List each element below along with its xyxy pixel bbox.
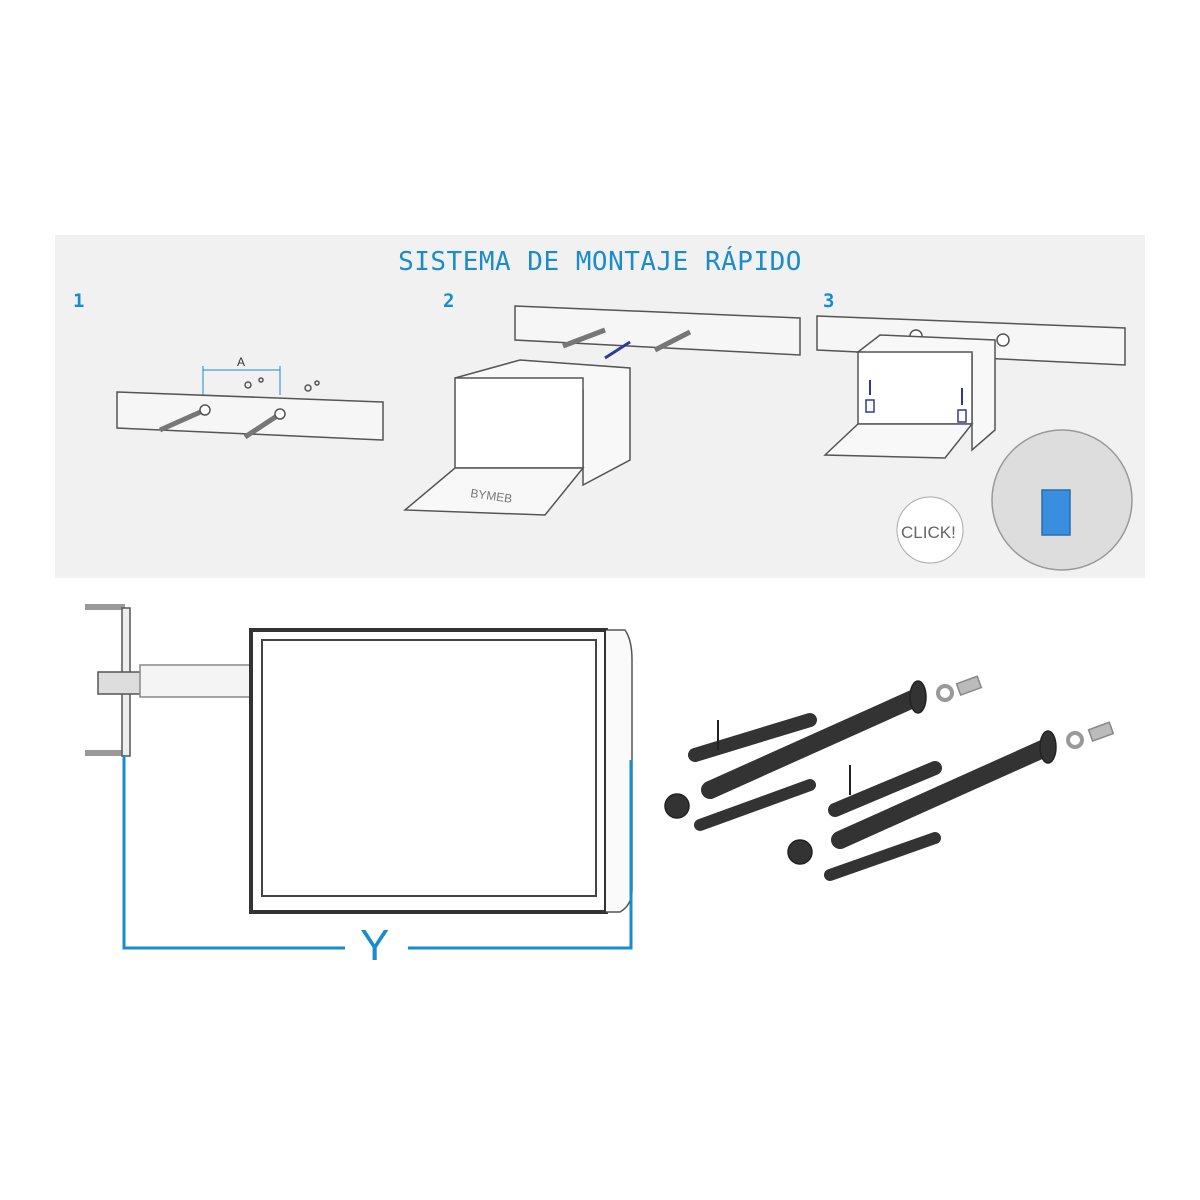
step-2-box-mounting: BYMEB: [403, 305, 801, 516]
logo: BYMEB: [470, 486, 514, 506]
side-view-frame: Y: [85, 604, 633, 970]
step-3-box-attached: CLICK!: [816, 315, 1133, 571]
page-title: SISTEMA DE MONTAJE RÁPIDO: [398, 247, 802, 277]
step-2-number: 2: [443, 290, 455, 312]
mounting-hardware-kit: [664, 675, 1115, 881]
step-3-number: 3: [823, 290, 835, 312]
dimension-a-label: A: [237, 355, 245, 369]
arrow-icon: [604, 340, 631, 360]
clip-icon: [1041, 489, 1071, 536]
click-callout: CLICK!: [901, 523, 956, 542]
step-1-rail-with-bolts: A: [116, 355, 384, 441]
step-1-number: 1: [73, 290, 85, 312]
dimension-y-label: Y: [360, 921, 389, 970]
